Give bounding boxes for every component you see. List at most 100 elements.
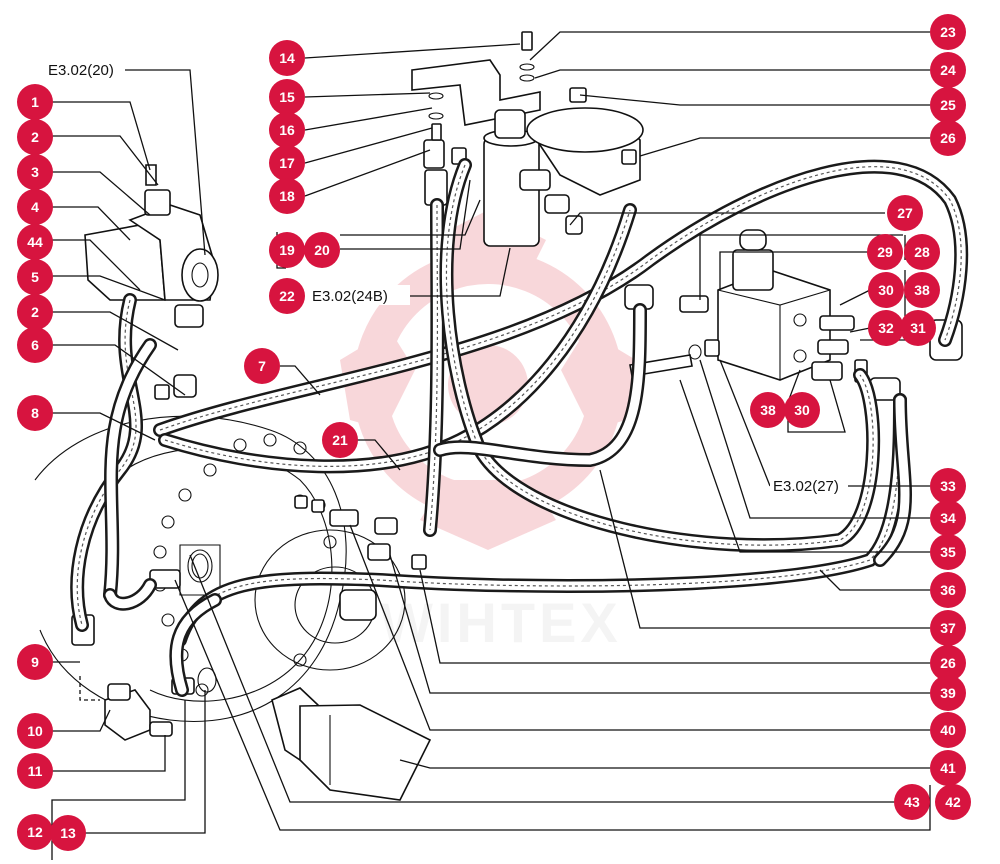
svg-text:17: 17 [279, 155, 295, 171]
callout-33: 33 [930, 468, 966, 504]
svg-text:7: 7 [258, 358, 266, 374]
callout-12: 12 [17, 814, 53, 850]
svg-text:15: 15 [279, 89, 295, 105]
svg-text:26: 26 [940, 130, 956, 146]
svg-text:31: 31 [910, 320, 926, 336]
callout-19: 19 [269, 232, 305, 268]
callout-26b: 26 [930, 645, 966, 681]
svg-text:21: 21 [332, 432, 348, 448]
svg-text:28: 28 [914, 244, 930, 260]
svg-text:43: 43 [904, 794, 920, 810]
svg-text:19: 19 [279, 242, 295, 258]
callout-20: 20 [304, 232, 340, 268]
callout-38: 38 [904, 272, 940, 308]
svg-text:35: 35 [940, 544, 956, 560]
svg-text:41: 41 [940, 760, 956, 776]
callout-16: 16 [269, 112, 305, 148]
svg-text:10: 10 [27, 723, 43, 739]
solenoid-valve-block [629, 229, 868, 383]
callout-36: 36 [930, 572, 966, 608]
callout-37: 37 [930, 610, 966, 646]
svg-text:39: 39 [940, 685, 956, 701]
svg-text:16: 16 [279, 122, 295, 138]
callout-27: 27 [887, 195, 923, 231]
svg-text:4: 4 [31, 199, 39, 215]
callout-11: 11 [17, 753, 53, 789]
callout-15: 15 [269, 79, 305, 115]
callout-28: 28 [904, 234, 940, 270]
callout-41: 41 [930, 750, 966, 786]
callout-18: 18 [269, 178, 305, 214]
svg-text:5: 5 [31, 269, 39, 285]
callout-32: 32 [868, 310, 904, 346]
callout-21: 21 [322, 422, 358, 458]
reference-e3-02-24b: E3.02(24B) [312, 288, 388, 305]
watermark-text: WIHTEX [380, 591, 622, 654]
callout-24: 24 [930, 52, 966, 88]
callout-7: 7 [244, 348, 280, 384]
callout-43: 43 [894, 784, 930, 820]
guard-plate [271, 687, 432, 801]
svg-text:18: 18 [279, 188, 295, 204]
svg-text:8: 8 [31, 405, 39, 421]
callouts: 1 2 3 4 44 5 2 6 7 8 9 10 11 12 13 14 15… [17, 14, 971, 851]
svg-text:33: 33 [940, 478, 956, 494]
callout-1: 1 [17, 84, 53, 120]
svg-text:30: 30 [794, 402, 810, 418]
svg-text:44: 44 [27, 234, 43, 250]
svg-text:42: 42 [945, 794, 961, 810]
svg-text:34: 34 [940, 510, 956, 526]
reference-labels: E3.02(20) E3.02(24B) E3.02(27) [48, 62, 848, 495]
svg-text:14: 14 [279, 50, 295, 66]
callout-44: 44 [17, 224, 53, 260]
leader-lines [51, 31, 931, 860]
callout-26: 26 [930, 120, 966, 156]
svg-text:1: 1 [31, 94, 39, 110]
watermark-logo-icon [340, 210, 636, 550]
svg-text:11: 11 [28, 763, 43, 779]
svg-text:38: 38 [914, 282, 930, 298]
svg-text:2: 2 [31, 304, 39, 320]
callout-31: 31 [900, 310, 936, 346]
callout-39: 39 [930, 675, 966, 711]
callout-29: 29 [867, 234, 903, 270]
callout-5: 5 [17, 259, 53, 295]
callout-23: 23 [930, 14, 966, 50]
callout-14: 14 [269, 40, 305, 76]
callout-3: 3 [17, 154, 53, 190]
callout-38b: 38 [750, 392, 786, 428]
callout-4: 4 [17, 189, 53, 225]
svg-text:9: 9 [31, 654, 39, 670]
callout-6: 6 [17, 327, 53, 363]
callout-25: 25 [930, 87, 966, 123]
svg-text:26: 26 [940, 655, 956, 671]
reference-e3-02-27: E3.02(27) [773, 478, 839, 495]
callout-9: 9 [17, 644, 53, 680]
svg-text:30: 30 [878, 282, 894, 298]
callout-10: 10 [17, 713, 53, 749]
callout-42: 42 [935, 784, 971, 820]
callout-17: 17 [269, 145, 305, 181]
hydraulic-pump [84, 164, 219, 328]
callout-35: 35 [930, 534, 966, 570]
hoses [70, 158, 969, 697]
callout-40: 40 [930, 712, 966, 748]
svg-text:12: 12 [27, 824, 43, 840]
svg-text:38: 38 [760, 402, 776, 418]
valve-assembly-top [411, 31, 644, 247]
callout-30: 30 [868, 272, 904, 308]
svg-text:29: 29 [877, 244, 893, 260]
svg-text:37: 37 [940, 620, 956, 636]
svg-text:36: 36 [940, 582, 956, 598]
svg-text:25: 25 [940, 97, 956, 113]
svg-text:23: 23 [940, 24, 956, 40]
callout-30b: 30 [784, 392, 820, 428]
svg-text:22: 22 [279, 288, 295, 304]
callout-2b: 2 [17, 294, 53, 330]
svg-text:2: 2 [31, 129, 39, 145]
svg-text:3: 3 [31, 164, 39, 180]
reference-e3-02-20: E3.02(20) [48, 62, 114, 79]
svg-text:24: 24 [940, 62, 956, 78]
svg-text:40: 40 [940, 722, 956, 738]
